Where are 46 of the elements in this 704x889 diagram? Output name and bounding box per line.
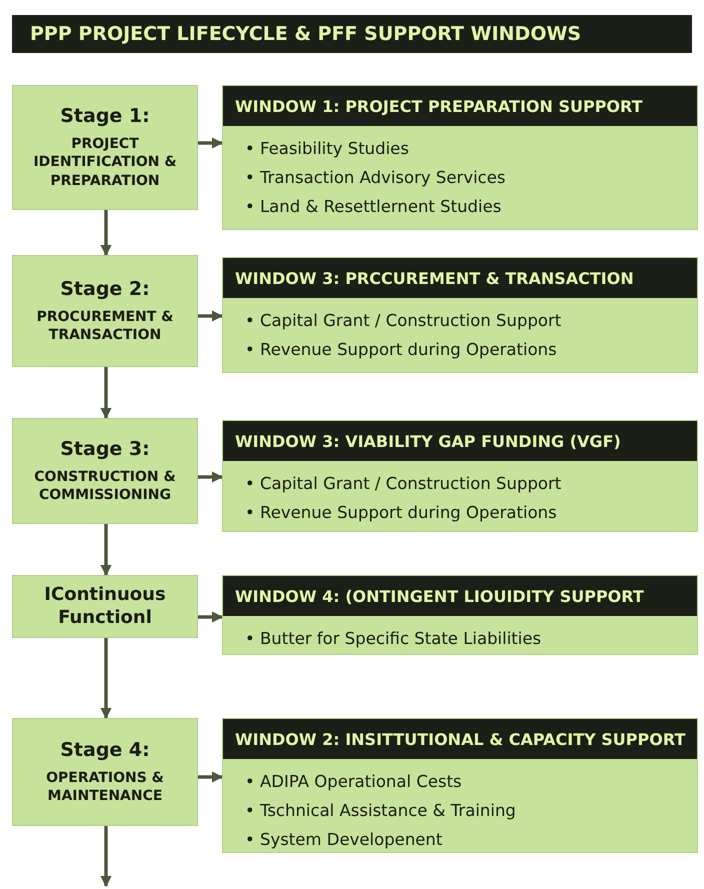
stage-heading: Stage 2: xyxy=(60,278,150,300)
support-window-box xyxy=(222,575,698,655)
arrow xyxy=(100,210,112,256)
arrow xyxy=(198,471,224,483)
list-item: • Capital Grant / Construction Support xyxy=(245,473,562,495)
arrow xyxy=(198,310,224,322)
support-window-box xyxy=(222,718,698,853)
arrow xyxy=(100,826,112,888)
list-item: • Capital Grant / Construction Support xyxy=(245,310,562,332)
stage-box xyxy=(12,418,198,524)
window-heading: WINDOW 1: PROJECT PREPARATION SUPPORT xyxy=(223,86,697,126)
list-item: • Revenue Support during Operations xyxy=(245,502,558,524)
arrow xyxy=(198,611,224,623)
stage-box xyxy=(12,575,198,638)
title-bar: PPP PROJECT LIFECYCLE & PFF SUPPORT WINDOWS xyxy=(12,15,692,53)
stage-text: IContinuous Functionl xyxy=(43,584,167,629)
arrow xyxy=(198,137,224,149)
support-window-box xyxy=(222,420,698,532)
list-item: • Land & Resettlernent Studies xyxy=(245,196,502,218)
window-heading: WINDOW 3: VIABILITY GAP FUNDING (VGF) xyxy=(223,421,697,461)
list-item: • Transaction Advisory Services xyxy=(245,167,506,189)
stage-heading: Stage 1: xyxy=(60,105,150,128)
stage-text: OPERATIONS & MAINTENANCE xyxy=(45,768,165,806)
window-heading: WINDOW 2: INSITTUTIONAL & CAPACITY SUPPORT xyxy=(223,719,697,759)
list-item: • Feasibility Studies xyxy=(245,138,410,160)
stage-box xyxy=(12,255,198,367)
list-item: • Tschnical Assistance & Training xyxy=(245,800,517,822)
stage-box xyxy=(12,85,198,210)
arrow xyxy=(198,771,224,783)
list-item: • Revenue Support during Operations xyxy=(245,339,558,361)
stage-heading: Stage 4: xyxy=(60,738,150,761)
support-window-box xyxy=(222,85,698,230)
stage-box xyxy=(12,718,198,826)
stage-text: PROCUREMENT & TRANSACTION xyxy=(36,308,174,344)
window-heading: WINDOW 3: PRCCUREMENT & TRANSACTION xyxy=(223,258,697,298)
support-window-box xyxy=(222,257,698,373)
arrow xyxy=(100,367,112,420)
stage-heading: Stage 3: xyxy=(60,438,150,460)
window-heading: WINDOW 4: (ONTINGENT LIOUIDITY SUPPORT xyxy=(223,576,697,616)
stage-text: CONSTRUCTION & COMMISSIONING xyxy=(33,468,177,504)
list-item: • ADIPA Operational Cests xyxy=(245,771,463,793)
stage-text: PROJECT IDENTIFICATION & PREPARATION xyxy=(32,135,178,190)
arrow xyxy=(100,524,112,576)
list-item: • Butter for Specific State Liabilities xyxy=(245,628,542,650)
arrow xyxy=(100,638,112,720)
list-item: • System Developenent xyxy=(245,829,444,851)
